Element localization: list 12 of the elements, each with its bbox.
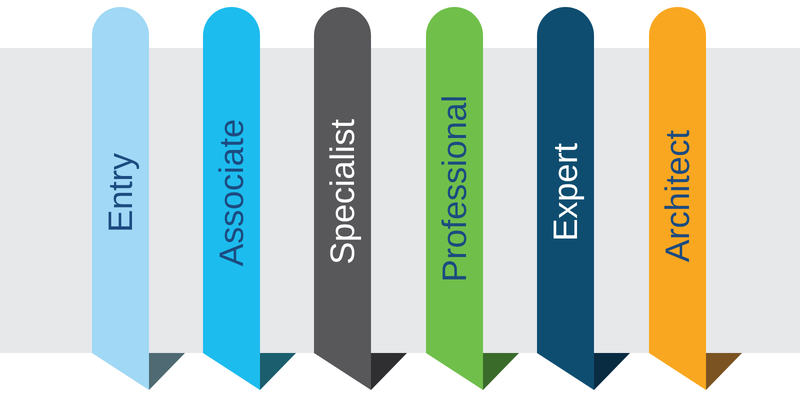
ribbon-banner (426, 7, 483, 390)
level-label: Associate (214, 118, 248, 266)
ribbon-banner (537, 7, 594, 390)
level-label: Expert (548, 142, 582, 241)
level-label: Professional (438, 94, 472, 282)
level-label: Specialist (326, 119, 360, 265)
level-label: Architect (660, 130, 694, 262)
ribbon-banner (92, 7, 149, 390)
level-label: Entry (104, 152, 138, 232)
ribbon-banner (203, 7, 260, 390)
ribbon-banner (649, 7, 706, 390)
ribbon-banner (314, 7, 371, 390)
